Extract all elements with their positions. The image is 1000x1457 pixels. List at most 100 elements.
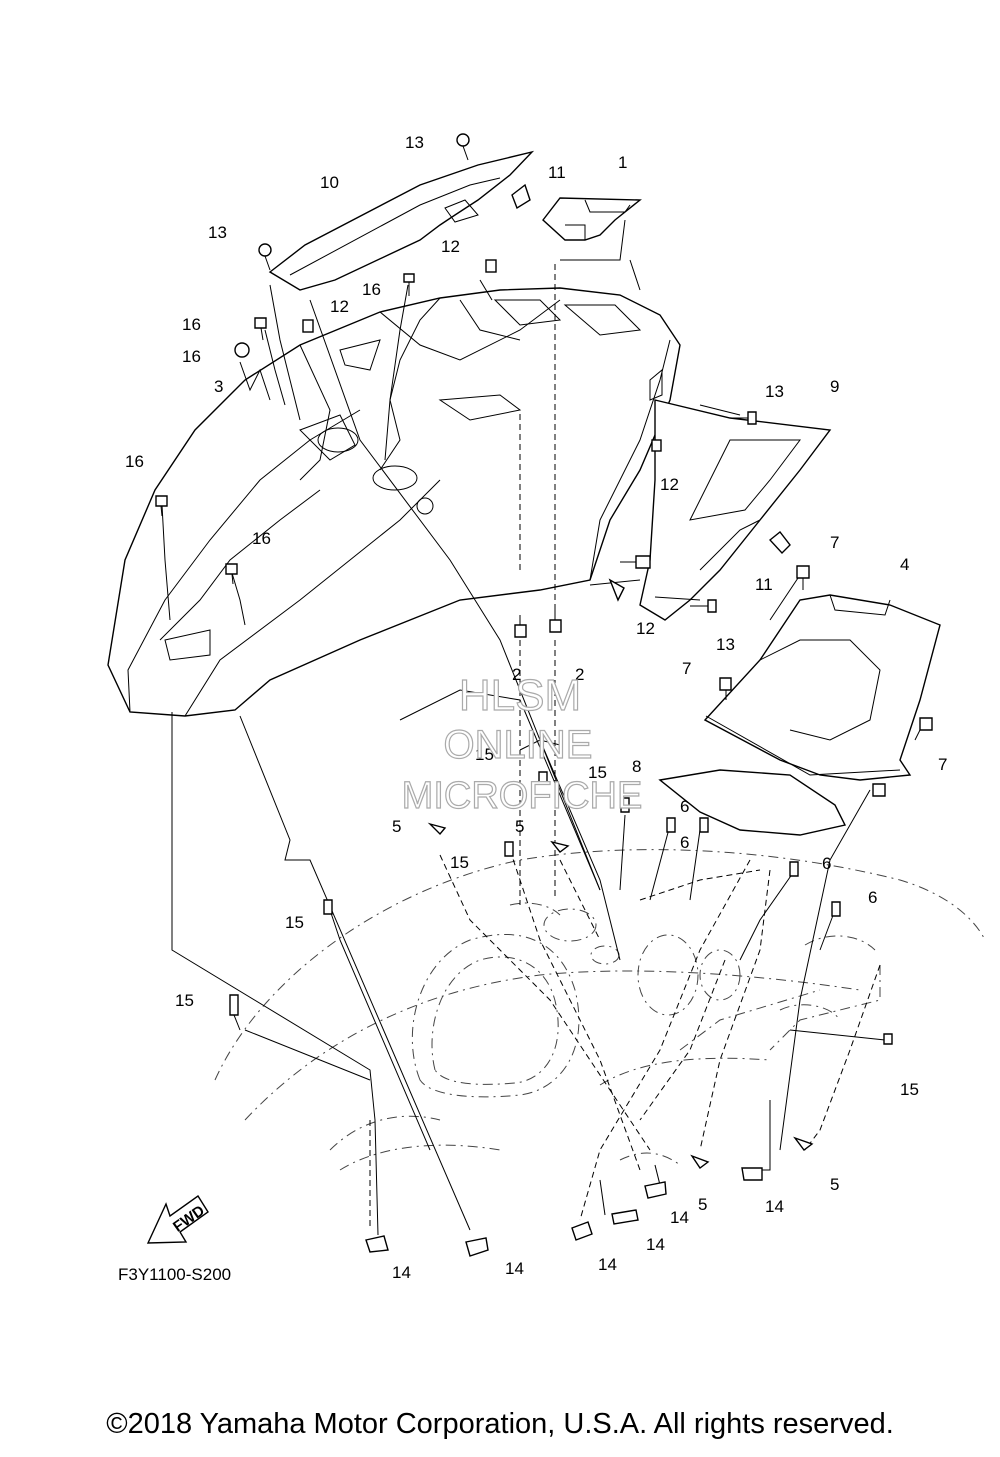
strap-14-c — [571, 1221, 593, 1241]
part-9-side-panel — [639, 399, 832, 621]
callout-label: 12 — [636, 619, 655, 638]
nut-12-a — [485, 259, 497, 273]
callout-label: 14 — [505, 1259, 524, 1278]
rivet-6-a — [666, 817, 676, 833]
part-8-mat — [658, 769, 847, 836]
callout-label: 13 — [208, 223, 227, 242]
part-3-main-cover — [107, 287, 681, 717]
callout-label: 14 — [765, 1197, 784, 1216]
callout-label: 12 — [330, 297, 349, 316]
callout-label: 8 — [632, 757, 641, 776]
callout-label: 13 — [765, 382, 784, 401]
callout-label: 5 — [515, 817, 524, 836]
callout-label: 1 — [618, 153, 627, 172]
callout-label: 15 — [450, 853, 469, 872]
callout-label: 14 — [646, 1235, 665, 1254]
bolt-16-b — [254, 317, 267, 341]
bolt-13-left — [258, 243, 272, 271]
callout-label: 5 — [698, 1195, 707, 1214]
callout-label: 15 — [285, 913, 304, 932]
fwd-arrow: FWD — [146, 1194, 209, 1244]
callout-label: 10 — [320, 173, 339, 192]
watermark-line-3: MICROFICHE — [402, 775, 643, 817]
rivet-15-e — [229, 994, 239, 1016]
callout-label: 16 — [125, 452, 144, 471]
callout-label: 15 — [475, 745, 494, 764]
rivet-6-d — [831, 901, 841, 917]
rivet-15-a — [538, 771, 548, 783]
fasteners — [155, 133, 933, 1257]
strap-14-b — [465, 1237, 489, 1257]
callout-label: 15 — [588, 763, 607, 782]
strap-14-d — [611, 1209, 639, 1225]
strap-14-e — [644, 1181, 667, 1199]
bolt-13-top — [456, 133, 470, 161]
callout-label: 16 — [362, 280, 381, 299]
callout-label: 2 — [512, 665, 521, 684]
callout-label: 3 — [214, 377, 223, 396]
callout-label: 16 — [252, 529, 271, 548]
nut-12-b — [302, 319, 314, 333]
rivet-6-c — [789, 861, 799, 877]
rivet-6-b — [699, 817, 709, 833]
bolt-16-f — [620, 555, 651, 569]
clip-5-c — [690, 1154, 710, 1170]
callout-label: 5 — [392, 817, 401, 836]
dashed-assembly-lines — [369, 260, 881, 1230]
callout-label: 12 — [660, 475, 679, 494]
bolt-7-a — [796, 565, 810, 590]
part-1-bracket — [542, 197, 642, 241]
part-4-lower-panel — [703, 594, 941, 781]
screw-13-right-b — [690, 599, 717, 613]
rivet-15-d — [323, 899, 333, 915]
diagram-code: F3Y1100-S200 — [118, 1265, 231, 1284]
callout-label: 6 — [868, 888, 877, 907]
callout-label: 11 — [755, 575, 773, 594]
bolt-2-b — [549, 610, 562, 633]
callout-label: 7 — [682, 659, 691, 678]
clip-5-b — [550, 840, 570, 853]
watermark-line-1: HLSM — [459, 671, 581, 720]
callout-label: 14 — [670, 1208, 689, 1227]
callout-label: 7 — [830, 533, 839, 552]
callout-label: 11 — [548, 163, 566, 182]
callout-label: 15 — [900, 1080, 919, 1099]
clip-12-a — [651, 439, 662, 452]
part-10-upper-cover — [268, 150, 535, 291]
callout-label: 6 — [822, 854, 831, 873]
callout-label: 16 — [182, 315, 201, 334]
callout-label: 12 — [441, 237, 460, 256]
part-11-pad — [511, 183, 791, 555]
watermark-line-2: ONLINE — [444, 723, 593, 767]
callout-label: 4 — [900, 555, 909, 574]
bolt-7-c — [914, 717, 933, 741]
callout-label: 14 — [392, 1263, 411, 1282]
callout-label: 16 — [182, 347, 201, 366]
bolt-16-e — [225, 563, 238, 585]
screw-13-right-a — [730, 411, 757, 425]
callout-label: 6 — [680, 833, 689, 852]
callout-label: 13 — [716, 635, 735, 654]
strap-14-f — [741, 1167, 763, 1181]
copyright-notice: ©2018 Yamaha Motor Corporation, U.S.A. A… — [106, 1408, 894, 1440]
watermark: HLSM ONLINE MICROFICHE — [401, 670, 643, 817]
callout-label: 6 — [680, 797, 689, 816]
callout-label: 14 — [598, 1255, 617, 1274]
clip-5-a — [427, 822, 447, 836]
callout-label: 13 — [405, 133, 424, 152]
bolt-7-b — [719, 677, 732, 700]
rivet-15-b — [620, 797, 630, 813]
rivet-15-f — [883, 1033, 893, 1045]
callout-label: 7 — [938, 755, 947, 774]
callout-label: 5 — [830, 1175, 839, 1194]
callout-label: 2 — [575, 665, 584, 684]
bolt-7-d — [872, 783, 886, 797]
callout-label: 15 — [175, 991, 194, 1010]
bolt-16-a — [403, 273, 415, 296]
strap-14-a — [365, 1235, 389, 1253]
bolt-16-d — [155, 495, 168, 517]
clip-5-d — [793, 1136, 814, 1151]
callout-label: 9 — [830, 377, 839, 396]
callout-labels: 13 10 11 1 13 12 16 12 16 16 3 16 16 13 … — [125, 133, 947, 1282]
